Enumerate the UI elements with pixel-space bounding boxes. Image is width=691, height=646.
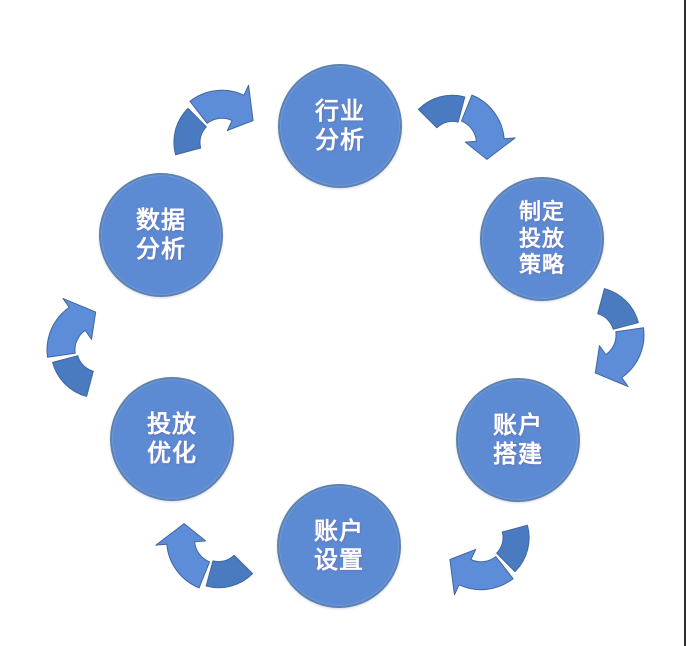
connector-bottom-left [132, 497, 270, 626]
curved-arrow-icon [46, 297, 97, 397]
node-label-line: 优化 [147, 440, 197, 467]
node-label-line: 投放 [147, 410, 197, 438]
node-label-line: 搭建 [493, 441, 543, 468]
cycle-node-account-setup: 账户 设置 [277, 484, 401, 608]
node-label-line: 账户 [314, 517, 364, 545]
connector-top-right [402, 58, 540, 187]
node-label-line: 账户 [493, 411, 543, 439]
node-label-line: 投放 [518, 225, 565, 251]
node-label-line: 数据 [136, 206, 186, 234]
connector-left [29, 290, 114, 400]
curved-arrow-icon [437, 516, 548, 610]
cycle-node-set-delivery-strategy: 制定 投放 策略 [480, 177, 604, 301]
curved-arrow-icon [413, 74, 524, 167]
cycle-node-account-build: 账户 搭建 [456, 378, 580, 502]
node-label-line: 设置 [314, 547, 364, 574]
connector-top-left [144, 52, 282, 181]
cycle-node-industry-analysis: 行业 分析 [278, 64, 402, 188]
cycle-node-delivery-optimization: 投放 优化 [110, 377, 234, 501]
curved-arrow-icon [147, 516, 258, 609]
node-label-line: 分析 [315, 127, 365, 154]
curved-arrow-icon [594, 288, 645, 388]
connector-right [577, 285, 662, 395]
page-edge-line [684, 0, 686, 646]
connector-bottom-right [422, 500, 560, 629]
cycle-node-data-analysis: 数据 分析 [99, 173, 223, 297]
curved-arrow-icon [155, 70, 266, 164]
node-label-line: 行业 [315, 97, 365, 125]
node-label-line: 策略 [518, 252, 565, 278]
node-label-line: 分析 [136, 236, 186, 263]
node-label-line: 制定 [518, 199, 565, 225]
